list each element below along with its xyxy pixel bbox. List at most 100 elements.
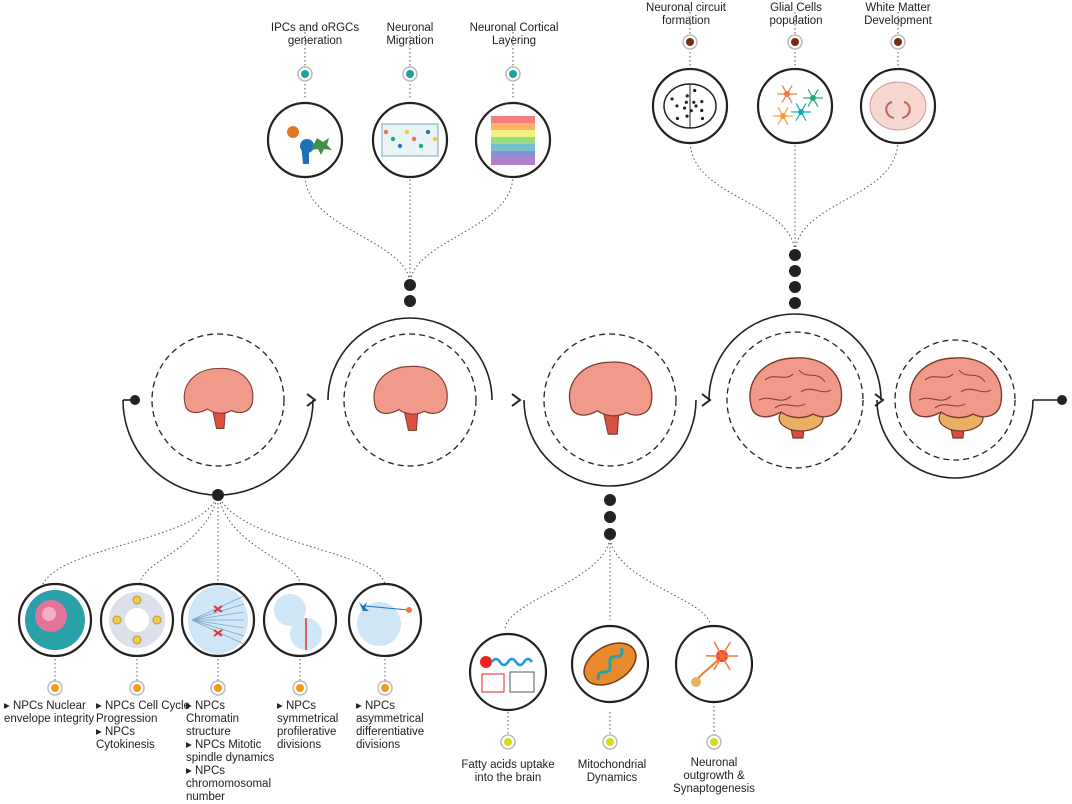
stage-0 [123,334,313,495]
symmetric-division-icon [264,584,336,656]
marker-bottom-middle-1 [603,735,617,749]
timeline-stages [123,314,1062,495]
marker-bottom-middle-2 [707,735,721,749]
marker-bottom-left-2 [211,681,225,695]
brain-3 [750,358,842,438]
pictogram-art [664,84,716,128]
connector-7 [140,495,218,585]
stage-4 [877,340,1033,478]
chain-dot-5 [789,297,801,309]
neuron-outgrowth-icon [676,626,752,702]
start-node [130,395,140,405]
connector-10 [218,495,385,585]
arrow-1 [512,394,520,406]
marker-core [301,70,309,78]
marker-core [51,684,59,692]
marker-bottom-middle-0 [501,735,515,749]
stage-1 [328,318,492,466]
marker-bottom-left-0 [48,681,62,695]
pictogram-art [25,590,85,650]
marker-core [791,38,799,46]
neuron-progenitor-icon [268,103,342,177]
connector-11 [505,535,610,630]
connector-13 [610,535,710,625]
cerebrum [184,368,253,413]
marker-core [894,38,902,46]
stage-3 [709,314,881,468]
marker-bottom-left-1 [130,681,144,695]
cortical-layers-icon [476,103,550,177]
marker-core [686,38,694,46]
marker-bottom-left-3 [293,681,307,695]
marker-top-left-1 [403,67,417,81]
marker-core [710,738,718,746]
cerebrum [750,358,842,418]
nucleus-icon [19,584,91,656]
marker-top-left-2 [506,67,520,81]
brain-4 [910,358,1002,438]
marker-core [606,738,614,746]
marker-top-right-0 [683,35,697,49]
neuronal-migration-icon [373,103,447,177]
connector-2 [410,175,513,285]
chain-dot-8 [604,511,616,523]
marker-core [509,70,517,78]
pictogram-frame [470,634,546,710]
brain-2 [569,362,651,434]
asymmetric-division-icon [349,584,421,656]
arrow-0 [307,394,315,406]
mitotic-spindle-icon [182,584,254,656]
glial-cells-icon [758,69,832,143]
marker-core [381,684,389,692]
connector-0 [305,175,410,285]
marker-bottom-left-4 [378,681,392,695]
chain-dot-6 [212,489,224,501]
pictogram-art [109,592,165,648]
marker-core [504,738,512,746]
end-node [1057,395,1067,405]
white-matter-section-icon [861,69,935,143]
cerebrum [569,362,651,416]
marker-core [296,684,304,692]
connector-3 [690,140,795,255]
pictogram-art [491,116,535,165]
connector-5 [795,140,898,255]
marker-core [214,684,222,692]
mitochondrion-icon [572,626,648,702]
brain-1 [374,366,447,430]
chain-dot-2 [789,249,801,261]
chain-dot-1 [404,295,416,307]
brain-0 [184,368,253,428]
chain-dot-9 [604,528,616,540]
marker-top-right-2 [891,35,905,49]
pictogram-frame [758,69,832,143]
fatty-acid-icon [470,634,546,710]
marker-core [133,684,141,692]
stage-2 [524,334,696,486]
cerebrum [910,358,1002,418]
pictogram-art [382,124,438,156]
neural-network-brain-icon [653,69,727,143]
chain-dot-0 [404,279,416,291]
marker-core [406,70,414,78]
connector-9 [218,495,300,585]
pictogram-art [870,82,926,130]
connector-6 [40,495,218,595]
chain-dot-3 [789,265,801,277]
marker-top-right-1 [788,35,802,49]
cerebrum [374,366,447,414]
marker-top-left-0 [298,67,312,81]
cell-cycle-icon [101,584,173,656]
